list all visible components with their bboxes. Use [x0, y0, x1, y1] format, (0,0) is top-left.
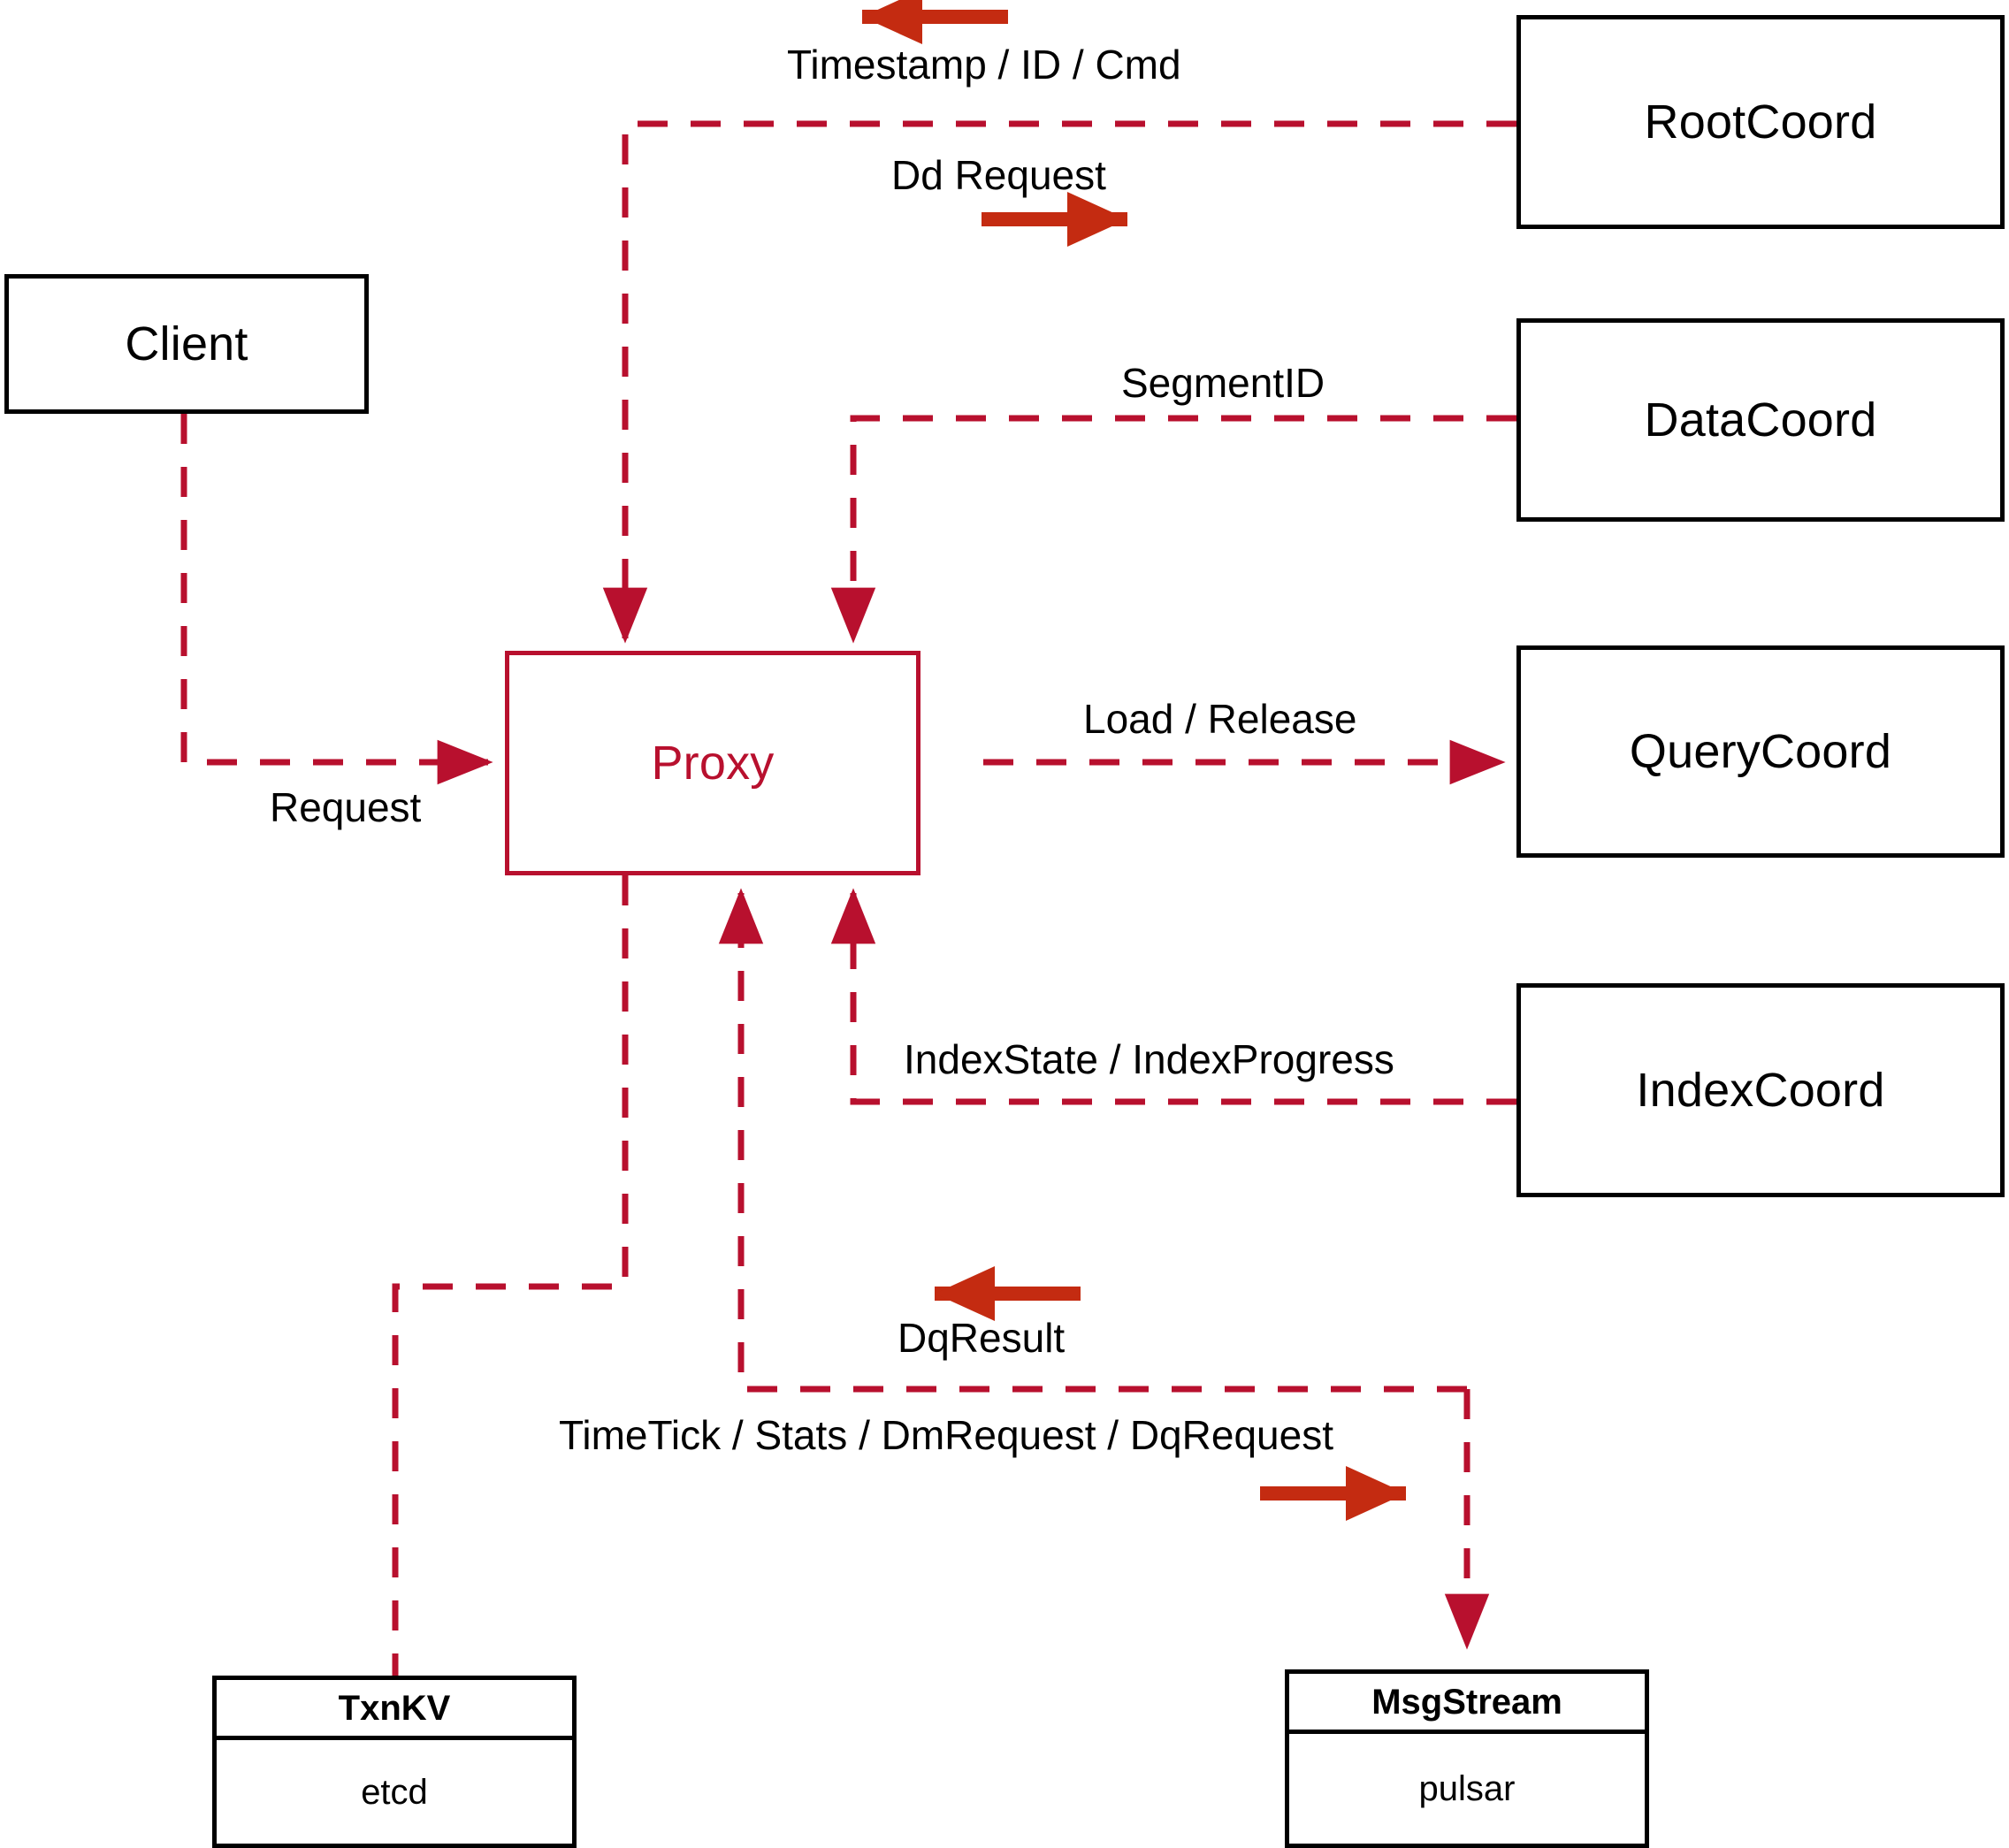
edge-msgstream-to-proxy	[718, 888, 1467, 1393]
edge-label-dq-result: DqResult	[898, 1315, 1066, 1361]
edge-label-timetick-stats: TimeTick / Stats / DmRequest / DqRequest	[559, 1412, 1333, 1458]
direction-arrow-dqresult-icon	[935, 1266, 1081, 1321]
node-querycoord-label: QueryCoord	[1629, 725, 1892, 778]
edge-label-timestamp-id-cmd: Timestamp / ID / Cmd	[787, 42, 1181, 88]
node-querycoord[interactable]: QueryCoord	[1516, 645, 2005, 858]
node-datacoord[interactable]: DataCoord	[1516, 318, 2005, 522]
node-indexcoord[interactable]: IndexCoord	[1516, 983, 2005, 1197]
edge-datacoord-to-proxy	[830, 415, 1516, 644]
direction-arrow-timestamp-icon	[862, 0, 1008, 44]
store-txnkv[interactable]: TxnKV etcd	[212, 1676, 577, 1848]
store-msgstream-body: pulsar	[1289, 1734, 1645, 1844]
node-client-label: Client	[125, 317, 248, 370]
edge-label-load-release: Load / Release	[1083, 696, 1357, 742]
store-msgstream-header-label: MsgStream	[1371, 1682, 1562, 1722]
edge-label-index-state-progress: IndexState / IndexProgress	[904, 1036, 1394, 1082]
store-msgstream[interactable]: MsgStream pulsar	[1285, 1669, 1649, 1848]
store-txnkv-body-label: etcd	[361, 1772, 428, 1812]
store-txnkv-header-label: TxnKV	[338, 1688, 451, 1728]
edge-label-request: Request	[270, 784, 422, 830]
store-txnkv-header: TxnKV	[217, 1680, 572, 1740]
node-proxy[interactable]: Proxy	[505, 651, 920, 875]
node-datacoord-label: DataCoord	[1644, 393, 1877, 447]
edge-label-dd-request: Dd Request	[891, 152, 1106, 198]
edge-client-to-proxy	[180, 414, 493, 785]
node-rootcoord-label: RootCoord	[1644, 95, 1877, 149]
node-proxy-label: Proxy	[651, 737, 775, 790]
edge-proxy-to-txnkv	[392, 875, 629, 1676]
store-msgstream-header: MsgStream	[1289, 1674, 1645, 1734]
direction-arrow-timetick-icon	[1260, 1466, 1406, 1521]
store-msgstream-body-label: pulsar	[1418, 1769, 1516, 1808]
node-rootcoord[interactable]: RootCoord	[1516, 15, 2005, 229]
node-indexcoord-label: IndexCoord	[1636, 1064, 1885, 1117]
direction-arrow-ddrequest-icon	[982, 192, 1127, 247]
node-client[interactable]: Client	[4, 274, 369, 414]
edge-rootcoord-to-proxy	[602, 120, 1516, 644]
store-txnkv-body: etcd	[217, 1740, 572, 1844]
direction-arrow-group	[862, 0, 1406, 1521]
edge-label-segment-id: SegmentID	[1121, 360, 1325, 406]
